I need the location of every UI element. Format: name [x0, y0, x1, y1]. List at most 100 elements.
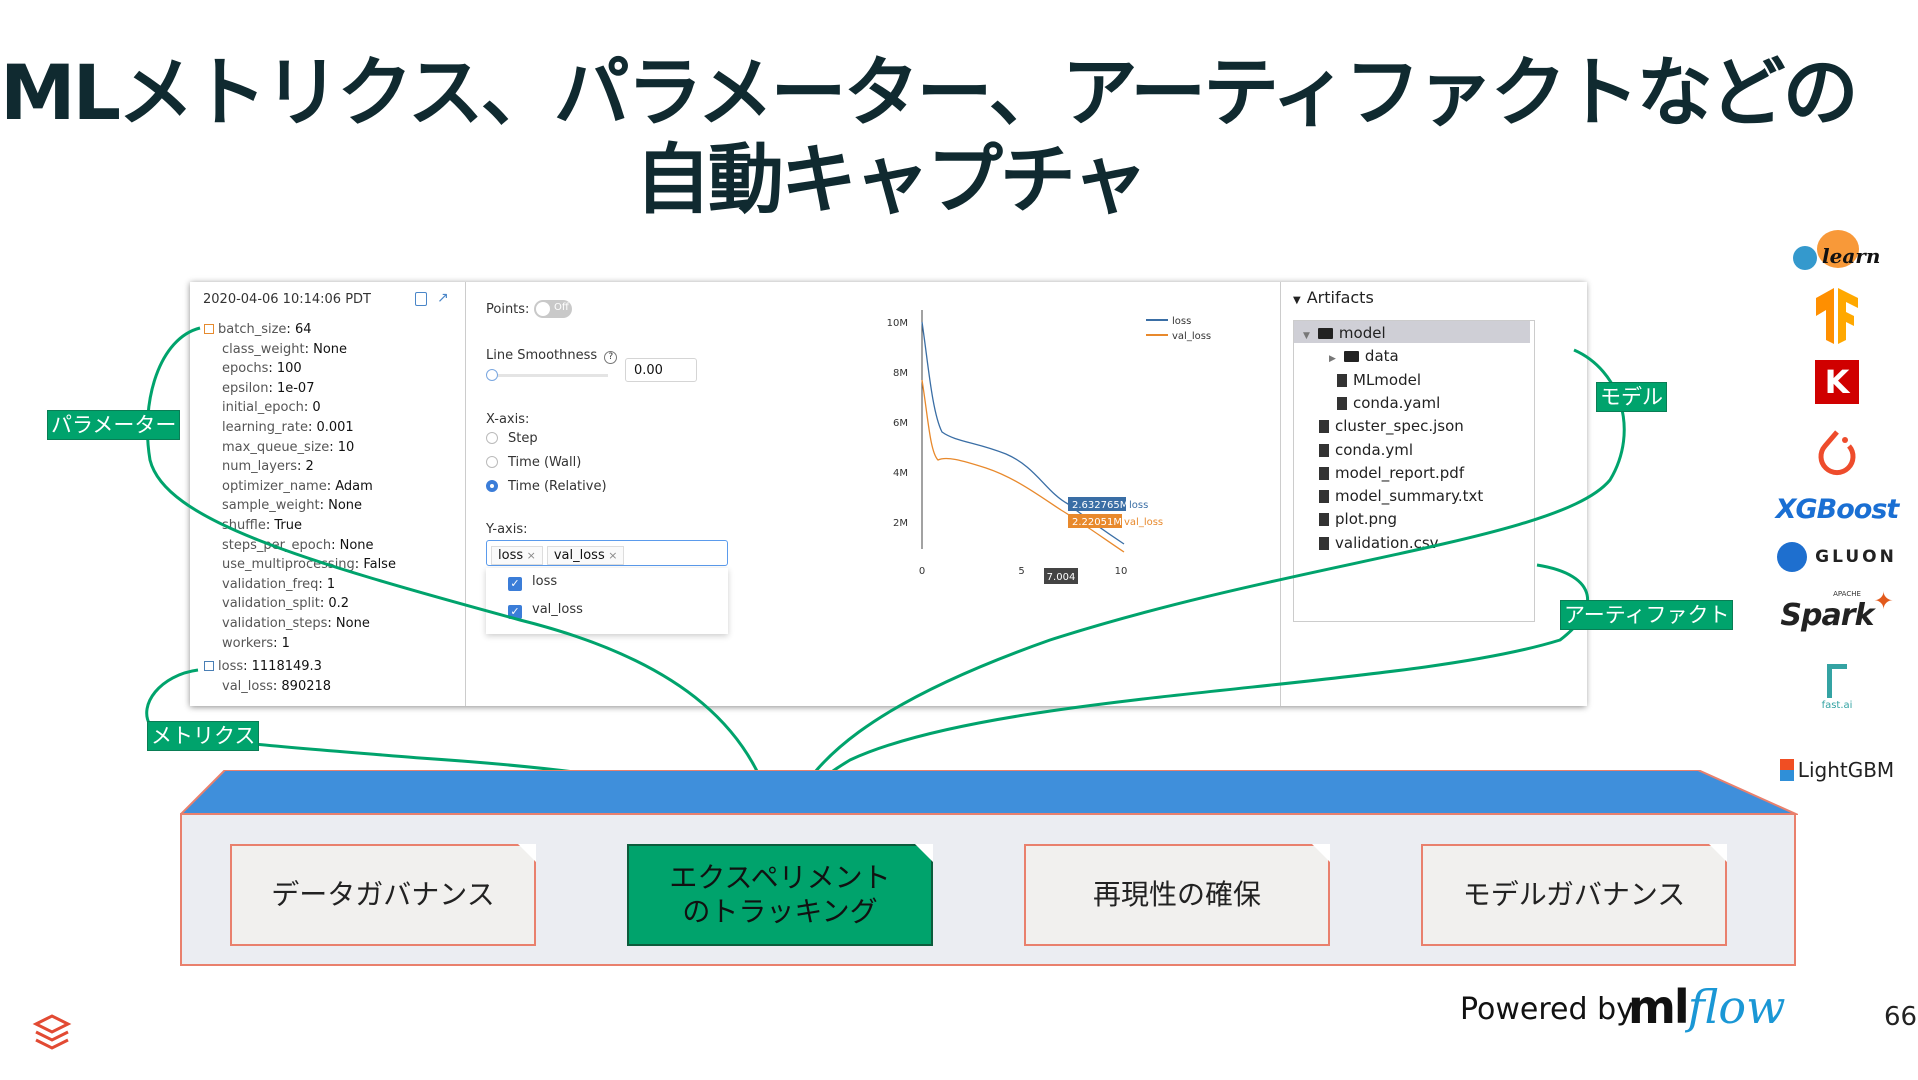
param-value: False	[363, 557, 396, 573]
y-tick-label: 2M	[893, 518, 908, 529]
param-row: validation_split: 0.2	[204, 594, 396, 614]
yaxis-label: Y-axis:	[486, 522, 528, 537]
artifact-name: validation.csv	[1335, 533, 1439, 552]
smoothness-input[interactable]: 0.00	[625, 358, 697, 382]
tooltip-loss-name: loss	[1129, 500, 1148, 511]
artifacts-header[interactable]: ▼ Artifacts	[1293, 288, 1374, 307]
yaxis-check-option[interactable]: ✓val_loss	[508, 602, 583, 619]
toggle-knob	[536, 302, 550, 316]
fastai-mark	[1827, 664, 1847, 698]
param-key: workers	[222, 635, 274, 651]
collapse-params-icon[interactable]	[204, 324, 214, 334]
param-row: learning_rate: 0.001	[204, 418, 396, 438]
caret-right-icon[interactable]: ▶	[1329, 354, 1336, 365]
slider-handle[interactable]	[486, 369, 498, 381]
param-value: 1	[281, 635, 290, 651]
legend-label: val_loss	[1172, 331, 1211, 342]
artifacts-header-label: Artifacts	[1306, 288, 1374, 307]
card-experiment-tracking[interactable]: エクスペリメントのトラッキング	[627, 844, 933, 946]
param-key: validation_split	[222, 596, 320, 612]
param-separator: :	[297, 459, 306, 475]
mlflow-ml: ml	[1628, 980, 1690, 1034]
yaxis-check-option[interactable]: ✓loss	[508, 574, 557, 591]
param-separator: :	[286, 322, 295, 337]
remove-tag-icon[interactable]: ×	[604, 549, 618, 562]
param-key: validation_steps	[222, 615, 328, 631]
smoothness-slider[interactable]	[486, 369, 608, 381]
radio-icon	[486, 480, 498, 492]
yaxis-select[interactable]: loss ×val_loss ×	[486, 540, 728, 566]
artifact-folder-row[interactable]: ▼model	[1303, 324, 1386, 342]
artifact-name: conda.yml	[1335, 440, 1414, 459]
yaxis-tag[interactable]: val_loss ×	[546, 546, 625, 565]
param-separator: :	[318, 576, 327, 592]
external-link-icon[interactable]: ↗	[437, 290, 449, 306]
run-params-panel: 2020-04-06 10:14:06 PDT ↗ batch_size: 64…	[190, 282, 466, 706]
xaxis-option[interactable]: Time (Wall)	[486, 454, 607, 478]
artifact-name: model_report.pdf	[1335, 463, 1465, 482]
copy-icon[interactable]	[415, 292, 427, 306]
caret-down-icon[interactable]: ▼	[1303, 331, 1310, 341]
param-row: steps_per_epoch: None	[204, 536, 396, 556]
callout-params: パラメーター	[47, 410, 181, 440]
metric-separator: :	[243, 659, 252, 675]
artifact-file-row[interactable]: MLmodel	[1337, 371, 1421, 389]
tooltip-val-value: 2.22051M	[1072, 517, 1122, 528]
toggle-label: Off	[554, 302, 569, 313]
smoothness-text: Line Smoothness	[486, 348, 598, 363]
metric-row: val_loss: 890218	[204, 677, 396, 697]
param-value: 2	[305, 459, 314, 475]
smoothness-label: Line Smoothness ?	[486, 348, 618, 364]
artifact-file-row[interactable]: conda.yaml	[1337, 394, 1440, 412]
artifact-file-row[interactable]: cluster_spec.json	[1319, 417, 1464, 435]
param-row: epochs: 100	[204, 359, 396, 379]
mlflow-logo: mlflow	[1628, 980, 1785, 1034]
param-row: use_multiprocessing: False	[204, 555, 396, 575]
y-tick-label: 4M	[893, 468, 908, 479]
artifact-file-row[interactable]: model_report.pdf	[1319, 464, 1464, 482]
param-key: use_multiprocessing	[222, 557, 355, 573]
param-separator: :	[273, 635, 282, 651]
artifact-folder-row[interactable]: ▶data	[1329, 347, 1399, 365]
databricks-shape	[32, 1014, 72, 1050]
param-separator: :	[268, 361, 277, 377]
callout-artifact: アーティファクト	[1560, 600, 1734, 630]
artifact-file-row[interactable]: validation.csv	[1319, 534, 1439, 552]
card-model-governance[interactable]: モデルガバナンス	[1421, 844, 1727, 946]
help-icon[interactable]: ?	[604, 351, 618, 364]
run-timestamp: 2020-04-06 10:14:06 PDT	[203, 292, 371, 307]
param-key: validation_freq	[222, 576, 319, 592]
xaxis-label: X-axis:	[486, 412, 530, 427]
remove-tag-icon[interactable]: ×	[523, 549, 536, 562]
artifact-file-row[interactable]: plot.png	[1319, 510, 1397, 528]
collapse-caret-icon: ▼	[1293, 295, 1301, 306]
collapse-metrics-icon[interactable]	[204, 661, 214, 672]
file-icon	[1319, 536, 1329, 550]
param-separator: :	[326, 478, 336, 494]
param-separator: :	[329, 439, 338, 455]
xaxis-option-label: Time (Wall)	[508, 455, 582, 470]
param-key: learning_rate	[222, 419, 308, 435]
mlflow-run-screenshot: 2020-04-06 10:14:06 PDT ↗ batch_size: 64…	[190, 282, 1587, 706]
artifact-file-row[interactable]: model_summary.txt	[1319, 487, 1483, 505]
param-value: 0	[312, 400, 321, 416]
lightgbm-icon	[1779, 759, 1794, 781]
points-toggle[interactable]: Off	[534, 300, 572, 318]
tooltip-val-name: val_loss	[1124, 517, 1163, 528]
yaxis-tag[interactable]: loss ×	[491, 546, 543, 565]
slide-title-line2: 自動キャプチャ	[634, 135, 1148, 224]
callout-metrics: メトリクス	[147, 721, 260, 751]
selected-row-highlight	[1294, 321, 1530, 343]
param-value: 10	[337, 439, 355, 455]
artifact-name: MLmodel	[1353, 370, 1422, 389]
xaxis-option[interactable]: Time (Relative)	[486, 478, 607, 502]
artifact-file-row[interactable]: conda.yml	[1319, 441, 1413, 459]
metric-value: 1118149.3	[251, 659, 322, 675]
xaxis-option[interactable]: Step	[486, 430, 607, 454]
points-label: Points:	[486, 302, 530, 317]
card-data-governance[interactable]: データガバナンス	[230, 844, 536, 946]
card-label: モデルガバナンス	[1462, 878, 1686, 911]
card-reproducibility[interactable]: 再現性の確保	[1024, 844, 1330, 946]
x-tick-label: 0	[919, 566, 925, 577]
